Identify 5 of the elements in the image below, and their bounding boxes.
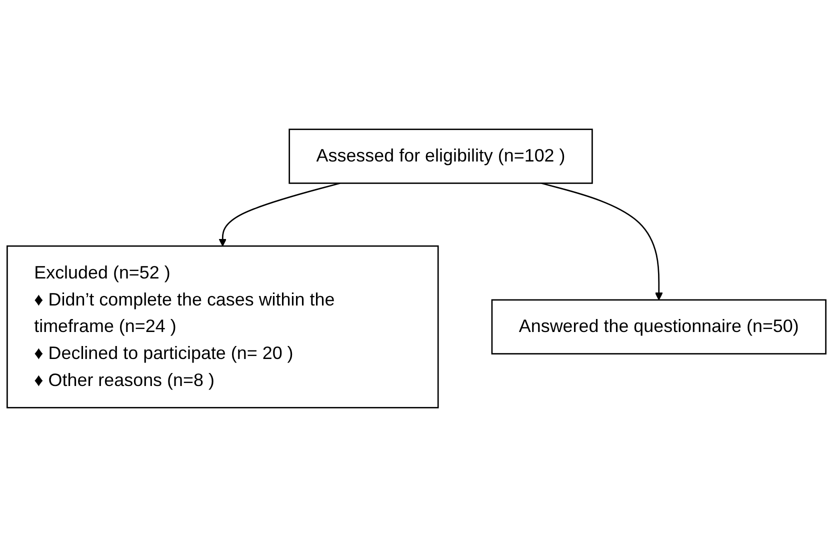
node-box: Answered the questionnaire (n=50) bbox=[491, 299, 826, 354]
node-box: Excluded (n=52 ) ♦ Didn’t complete the cases within the timeframe (n=24 ) ♦ Declined to participate (n= 20 ) ♦ Other reasons (n=8 ) bbox=[6, 245, 439, 408]
arrow bbox=[541, 182, 663, 300]
node-box: Assessed for eligibility (n=102 ) bbox=[288, 128, 593, 184]
arrow bbox=[218, 182, 340, 246]
